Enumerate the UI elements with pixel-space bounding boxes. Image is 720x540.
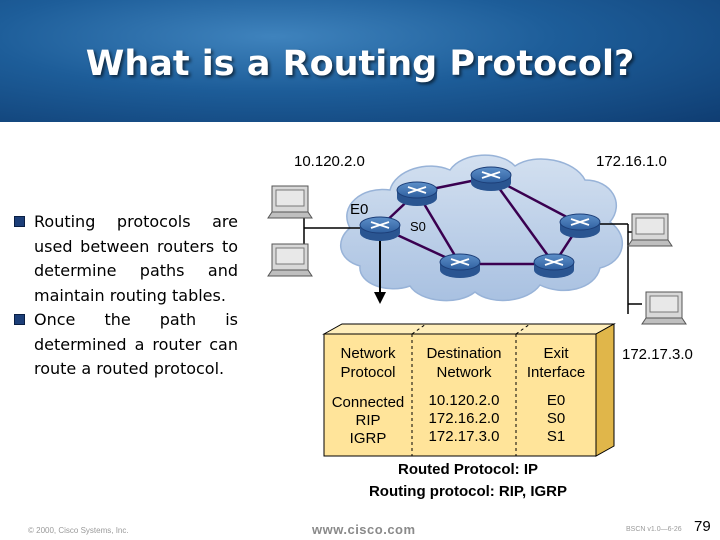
table-column-protocols: Connected RIP IGRP [324, 394, 412, 448]
router-icon [359, 216, 401, 241]
interface-label-s0: S0 [410, 219, 426, 234]
interface-label-e0: E0 [350, 201, 369, 218]
table-cell: IGRP [349, 430, 387, 447]
copyright-text: © 2000, Cisco Systems, Inc. [28, 526, 129, 535]
bullet-item: Once the path is determined a router can… [14, 308, 238, 382]
title-banner: What is a Routing Protocol? [0, 0, 720, 122]
router-icon [396, 181, 438, 206]
table-header-protocol: Network Protocol [340, 345, 396, 381]
router-icon [439, 253, 481, 278]
bullet-square-icon [14, 314, 25, 325]
table-cell: 172.17.3.0 [428, 428, 500, 445]
table-header-interface: Exit Interface [526, 345, 586, 381]
bullet-square-icon [14, 216, 25, 227]
bullet-item: Routing protocols are used between route… [14, 210, 238, 308]
workstation-icon [641, 291, 687, 325]
routing-protocol-caption: Routing protocol: RIP, IGRP [368, 483, 568, 500]
workstation-icon [267, 185, 313, 219]
table-cell: 10.120.2.0 [428, 392, 500, 409]
network-label-left: 10.120.2.0 [294, 153, 365, 170]
router-icon [470, 166, 512, 191]
table-cell: RIP [355, 412, 381, 429]
routed-protocol-caption: Routed Protocol: IP [398, 461, 538, 478]
table-cell: S1 [546, 428, 566, 445]
table-cell: 172.16.2.0 [428, 410, 500, 427]
network-label-far-right: 172.17.3.0 [622, 346, 693, 363]
workstation-icon [267, 243, 313, 277]
router-icon [533, 253, 575, 278]
table-cell: E0 [546, 392, 566, 409]
bullet-text: Once the path is determined a router can… [34, 310, 238, 378]
arrow-down-icon [374, 240, 386, 304]
course-code-text: BSCN v1.0—6-26 [626, 526, 682, 533]
website-text: www.cisco.com [312, 522, 416, 537]
page-number: 79 [694, 518, 711, 535]
table-header-destination: Destination Network [426, 345, 502, 381]
bullet-list: Routing protocols are used between route… [14, 210, 238, 382]
network-label-right: 172.16.1.0 [596, 153, 667, 170]
router-icon [559, 213, 601, 238]
workstation-icon [627, 213, 673, 247]
table-cell: S0 [546, 410, 566, 427]
bullet-text: Routing protocols are used between route… [34, 212, 238, 305]
table-cell: Connected [331, 394, 405, 411]
table-column-destinations: 10.120.2.0 172.16.2.0 172.17.3.0 [412, 392, 516, 446]
table-column-interfaces: E0 S0 S1 [516, 392, 596, 446]
routing-table-panel [322, 323, 616, 457]
slide-title: What is a Routing Protocol? [85, 44, 635, 84]
